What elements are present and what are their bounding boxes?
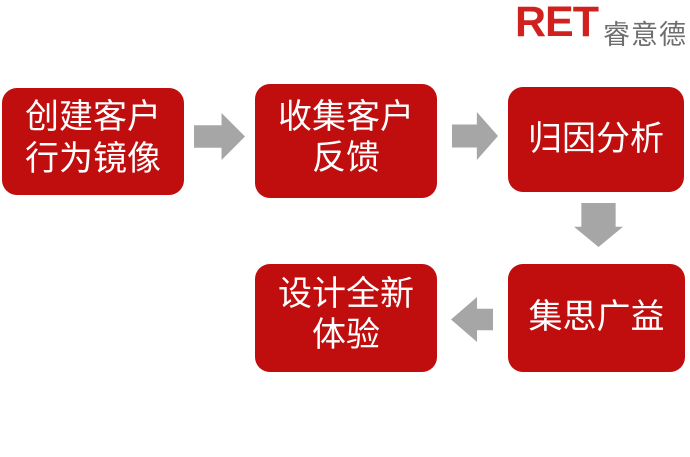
flow-step-brainstorm: 集思广益 [508,264,685,372]
flow-step-create-behavior-mirror: 创建客户 行为镜像 [2,88,184,195]
ret-logo-chinese-text: 睿意德 [603,19,687,50]
arrow-right-icon [452,112,498,160]
arrow-left-icon [451,297,493,342]
arrow-right-icon [194,113,245,160]
flow-step-collect-feedback: 收集客户 反馈 [255,84,437,198]
flow-step-attribution-analysis: 归因分析 [508,87,684,192]
ret-logo: RET 睿意德 [515,0,687,48]
arrow-down-icon [574,203,623,247]
ret-logo-text: RET [515,0,599,46]
flow-step-design-new-experience: 设计全新 体验 [255,264,437,372]
